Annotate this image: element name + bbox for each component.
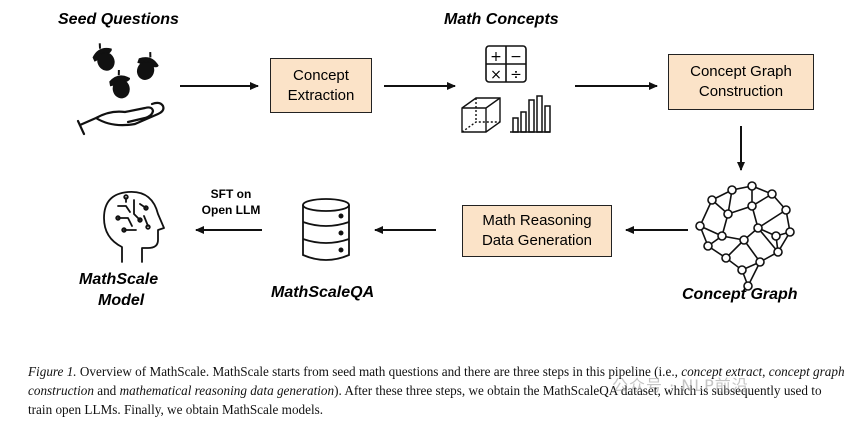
bar-chart-icon <box>510 95 551 133</box>
caption-italic-2: concept graph construction <box>28 364 845 398</box>
reasoning-generation-box: Math Reasoning Data Generation <box>462 205 612 257</box>
ai-head-icon <box>103 191 165 263</box>
math-concepts-label: Math Concepts <box>444 11 559 28</box>
figure-label: Figure 1. <box>28 364 77 379</box>
concept-extraction-line1: Concept <box>293 66 349 84</box>
watermark: 公众号 · NLP前沿 <box>612 376 749 395</box>
model-label-line1: MathScale <box>79 271 159 288</box>
divide-symbol: ÷ <box>510 67 522 83</box>
model-label-line2: Model <box>98 292 145 309</box>
caption-text-a: Overview of MathScale. MathScale starts … <box>76 364 682 379</box>
sft-label-line2: Open LLM <box>201 203 261 217</box>
sft-label: SFT on Open LLM <box>193 186 269 218</box>
minus-symbol: − <box>510 49 522 65</box>
caption-text-b: , <box>762 364 769 379</box>
math-operators-icon <box>485 45 527 83</box>
mathscaleqa-label: MathScaleQA <box>271 284 375 301</box>
graph-construction-line2: Construction <box>698 83 784 100</box>
graph-construction-line1: Concept Graph <box>690 63 792 80</box>
figure-caption: Figure 1. Overview of MathScale. MathSca… <box>28 362 848 419</box>
concept-graph-label: Concept Graph <box>682 286 798 303</box>
times-symbol: × <box>490 67 502 83</box>
sft-label-line1: SFT on <box>210 187 252 201</box>
cube-icon <box>461 97 501 133</box>
reasoning-generation-line2: Data Generation <box>481 232 593 249</box>
concept-extraction-line2: Extraction <box>287 86 355 104</box>
reasoning-generation-line1: Math Reasoning <box>482 212 592 229</box>
caption-text-c: and <box>93 383 120 398</box>
concept-extraction-box: Concept Extraction <box>270 58 372 113</box>
caption-italic-1: concept extract <box>681 364 763 379</box>
caption-text-d: ). After these three steps, we obtain th… <box>28 383 822 417</box>
caption-italic-3: mathematical reasoning data generation <box>119 383 335 398</box>
plus-symbol: + <box>490 49 502 65</box>
seed-questions-label: Seed Questions <box>58 11 179 28</box>
acorn-hand-icon <box>76 43 165 136</box>
brain-graph-icon <box>695 181 795 291</box>
graph-construction-box: Concept Graph Construction <box>668 54 814 110</box>
database-icon <box>302 198 350 261</box>
